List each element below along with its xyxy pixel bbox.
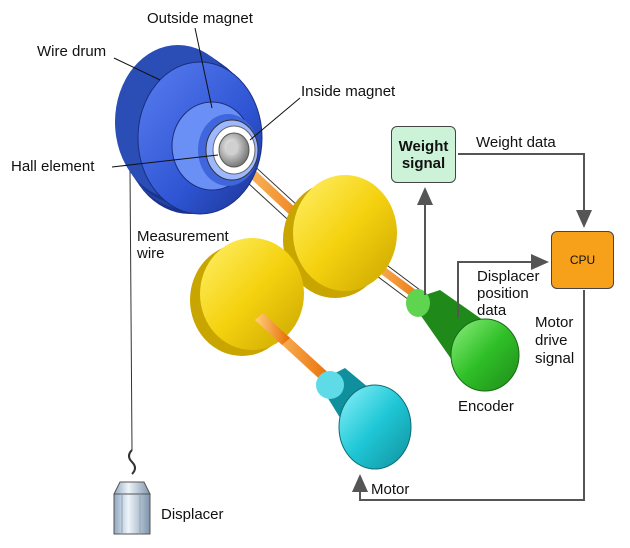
motor-drive-label-2: drive bbox=[535, 332, 568, 349]
displacer-label: Displacer bbox=[161, 506, 224, 523]
displacer bbox=[113, 449, 151, 535]
cpu-label: CPU bbox=[569, 253, 596, 267]
measurement-wire bbox=[129, 169, 133, 451]
wire-drum-label: Wire drum bbox=[37, 43, 107, 60]
outside-magnet-label: Outside magnet bbox=[147, 10, 253, 27]
displacer-position-label-3: data bbox=[477, 302, 507, 319]
weight-data-label: Weight data bbox=[476, 134, 556, 151]
displacer-position-label-2: position bbox=[477, 285, 529, 302]
encoder-label: Encoder bbox=[458, 398, 514, 415]
motor-drive-label-1: Motor bbox=[535, 314, 574, 331]
inside-magnet bbox=[218, 132, 250, 168]
motor-label: Motor bbox=[371, 481, 410, 498]
leader-lines bbox=[111, 27, 301, 168]
measurement-wire-label-1: Measurement bbox=[137, 228, 229, 245]
encoder bbox=[406, 289, 520, 392]
cpu-box: CPU bbox=[551, 231, 614, 289]
weight-signal-line2: signal bbox=[401, 154, 446, 172]
upper-gear bbox=[283, 175, 397, 298]
hall-element-label: Hall element bbox=[11, 158, 95, 175]
motor-shaft-front bbox=[255, 313, 290, 345]
signal-arrows bbox=[352, 153, 592, 501]
weight-signal-line1: Weight bbox=[398, 137, 449, 155]
inside-magnet-label: Inside magnet bbox=[301, 83, 396, 100]
weight-signal-box: Weight signal bbox=[391, 126, 456, 183]
motor-drive-label-3: signal bbox=[535, 350, 575, 367]
measurement-wire-label-2: wire bbox=[137, 245, 165, 262]
displacer-position-label-1: Displacer bbox=[477, 268, 540, 285]
motor bbox=[316, 368, 412, 470]
